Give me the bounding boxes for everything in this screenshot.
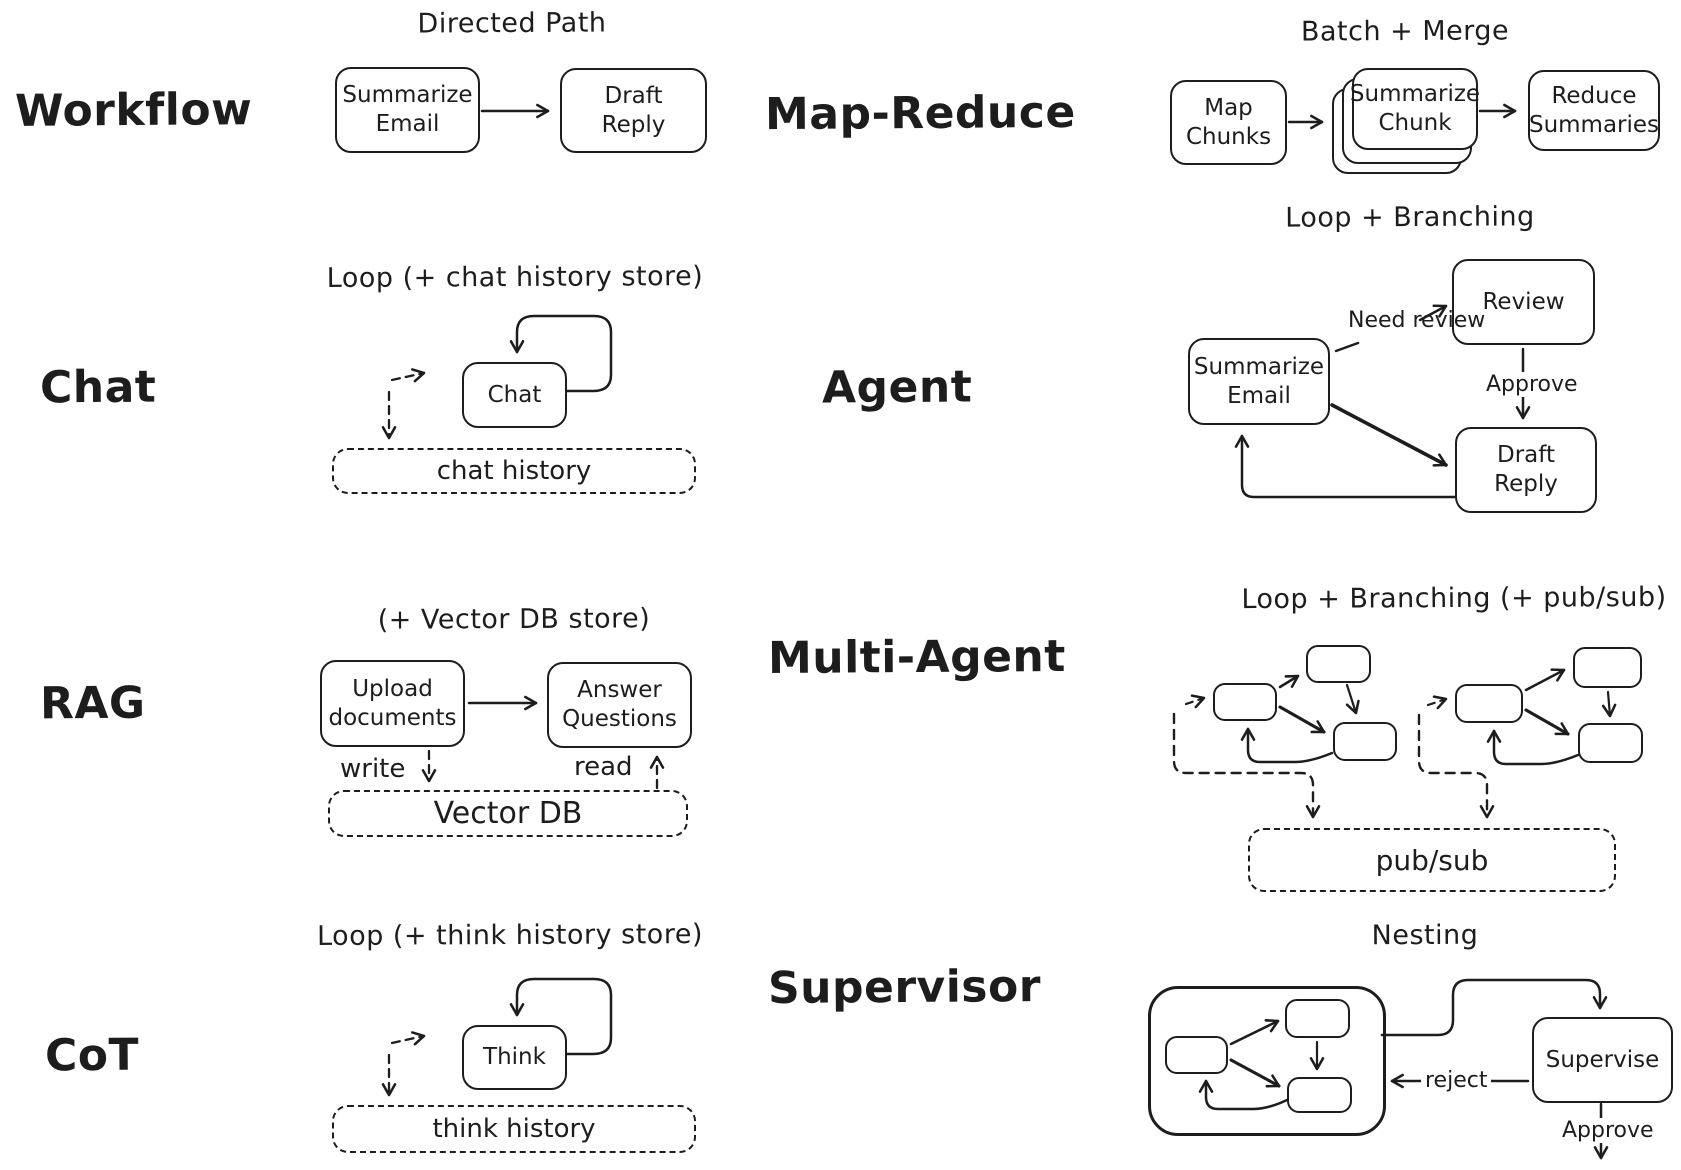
ma2-diag-arrow — [1524, 708, 1570, 736]
ma1-top-arrow — [1278, 674, 1300, 689]
node-agent-summarize-email: Summarize Email — [1188, 338, 1330, 425]
section-label-multi-agent: Multi-Agent — [767, 630, 1067, 685]
ma1-down-arrow — [1345, 683, 1360, 715]
agent-title: Loop + Branching — [1285, 201, 1535, 234]
store-pub-sub: pub/sub — [1248, 828, 1616, 892]
agent-needreview-arrow — [1418, 304, 1448, 322]
cot-title: Loop (+ think history store) — [316, 918, 704, 953]
mini-agent-node — [1285, 999, 1350, 1038]
edge-label-approve: Approve — [1482, 372, 1582, 398]
mini-agent-node — [1578, 723, 1643, 763]
mini-agent-node — [1165, 1036, 1228, 1074]
ma2-entry-dashed-arrow — [1426, 695, 1448, 710]
node-answer-questions: Answer Questions — [547, 662, 692, 748]
mini-agent-node — [1333, 722, 1397, 761]
ma2-top-arrow — [1524, 668, 1566, 692]
ma2-down-arrow — [1601, 690, 1617, 718]
section-label-agent: Agent — [821, 361, 973, 414]
node-chat: Chat — [462, 362, 567, 428]
node-review: Review — [1452, 259, 1595, 345]
agent-needreview-tail — [1334, 341, 1360, 353]
ma1-diag-arrow — [1278, 705, 1326, 734]
node-upload-documents: Upload documents — [320, 660, 465, 747]
store-think-history: think history — [332, 1105, 696, 1153]
mini-agent-node — [1306, 645, 1371, 683]
workflow-title: Directed Path — [417, 7, 607, 40]
section-label-workflow: Workflow — [14, 84, 253, 137]
supervisor-title: Nesting — [1371, 919, 1479, 952]
node-map-chunks: Map Chunks — [1170, 80, 1287, 165]
node-supervise: Supervise — [1532, 1017, 1673, 1103]
agent-draft-arrow — [1330, 403, 1448, 467]
node-reduce-summaries: Reduce Summaries — [1528, 70, 1660, 151]
edge-label-read: read — [574, 752, 633, 782]
node-summarize-email: Summarize Email — [335, 67, 480, 153]
edge-label-supervisor-approve: Approve — [1558, 1118, 1658, 1144]
cot-loop-arrow — [509, 977, 613, 1056]
sv-top-arrow — [1229, 1019, 1280, 1046]
sv-out-connector — [1380, 978, 1608, 1037]
section-label-cot: CoT — [44, 1029, 140, 1082]
sv-loopback-arrow — [1198, 1079, 1289, 1111]
ma1-entry-dashed-arrow — [1184, 694, 1206, 709]
ma2-loopback-arrow — [1486, 729, 1580, 766]
mini-agent-node — [1213, 683, 1277, 721]
sv-diag-arrow — [1229, 1058, 1281, 1088]
agent-loopback-arrow — [1234, 434, 1457, 499]
cot-entry-dashed-arrow — [390, 1031, 426, 1046]
node-think: Think — [462, 1025, 567, 1090]
ma2-store-dashed — [1417, 713, 1495, 819]
edge-label-reject: reject — [1421, 1068, 1492, 1094]
section-label-supervisor: Supervisor — [767, 961, 1042, 1014]
node-draft-reply: Draft Reply — [560, 68, 707, 153]
section-label-chat: Chat — [39, 361, 157, 414]
section-label-rag: RAG — [39, 677, 146, 730]
node-agent-draft-reply: Draft Reply — [1455, 427, 1597, 513]
mini-agent-node — [1573, 647, 1642, 688]
chat-loop-arrow — [509, 314, 613, 393]
node-summarize-chunk: Summarize Chunk — [1350, 68, 1480, 150]
ma1-loopback-arrow — [1240, 727, 1334, 764]
section-label-map-reduce: Map-Reduce — [764, 86, 1076, 141]
chat-title: Loop (+ chat history store) — [326, 261, 704, 294]
store-chat-history: chat history — [332, 448, 696, 494]
ma1-store-dashed — [1172, 712, 1321, 819]
mini-agent-node — [1455, 684, 1523, 723]
edge-label-need-review: Need review — [1348, 308, 1486, 333]
edge-label-write: write — [340, 754, 406, 784]
chat-entry-dashed-arrow — [390, 368, 426, 383]
multi-agent-title: Loop + Branching (+ pub/sub) — [1241, 581, 1667, 616]
store-vector-db: Vector DB — [328, 790, 688, 837]
rag-title: (+ Vector DB store) — [377, 603, 651, 636]
mini-agent-node — [1287, 1077, 1352, 1113]
map-reduce-title: Batch + Merge — [1300, 15, 1510, 48]
